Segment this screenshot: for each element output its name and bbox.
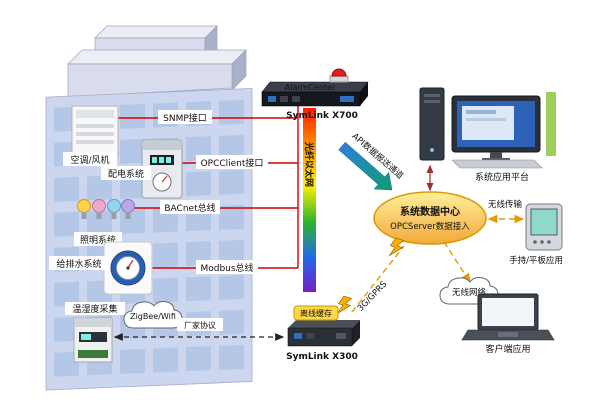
power-label-bg [101, 166, 151, 180]
power-label: 配电系统 [108, 168, 144, 180]
water-meter-image [103, 241, 153, 295]
wireless-transfer-label: 无线传输 [488, 199, 523, 210]
gprs-label: 3G/GPRS [356, 280, 390, 314]
alarmcenter-label: AlarmCenter [285, 83, 336, 92]
opcclient-label: OPCClient接口 [201, 157, 264, 169]
vendor-protocol-label-bg [177, 318, 223, 331]
fiber-ethernet-label: 光纤以太网 [303, 141, 315, 187]
opcclient-label-bg [196, 155, 268, 169]
modbus-label-bg [196, 260, 258, 274]
data-center-ellipse [373, 191, 487, 245]
building-roof [67, 25, 247, 98]
zigbee-cloud-label: ZigBee/Wifi [130, 312, 176, 321]
modbus-label: Modbus总线 [200, 262, 253, 274]
x300-device-image [287, 320, 360, 347]
bacnet-label: BACnet总线 [164, 202, 215, 214]
temp-sensor-image [73, 317, 113, 363]
hvac-label: 空调/风机 [70, 154, 109, 166]
platform-label: 系统应用平台 [475, 171, 529, 183]
temp-label: 温湿度采集 [72, 303, 117, 315]
symlink-x300-label: SymLink X300 [286, 352, 358, 362]
alarmcenter-device-image [261, 68, 369, 107]
api-channel-arrow [338, 141, 393, 191]
data-center-subtitle: OPCServer数据接入 [390, 221, 470, 232]
alarm-dome-icon [331, 68, 347, 77]
power-meter-image [141, 139, 183, 199]
hvac-label-bg [63, 152, 117, 166]
gprs-link [351, 245, 405, 313]
offline-cache-label: 离线缓存 [300, 308, 332, 318]
water-label: 给排水系统 [56, 258, 101, 270]
offline-cache-tag [293, 305, 339, 321]
wireless-network-label: 无线网络 [452, 287, 487, 298]
red-bus-lines [118, 106, 299, 269]
fiber-ethernet-strip [303, 108, 316, 292]
light-bulbs-image [77, 199, 135, 219]
snmp-label-bg [158, 110, 212, 124]
laptop-image [461, 293, 555, 341]
temp-label-bg [65, 302, 125, 315]
bacnet-label-bg [160, 200, 220, 214]
ac-unit-image [71, 105, 119, 157]
photo-watermark-strip [546, 92, 556, 156]
vendor-protocol-label: 厂家协议 [184, 320, 216, 330]
snmp-label: SNMP接口 [163, 112, 207, 124]
platform-computer-image [419, 87, 556, 169]
client-label: 客户端应用 [485, 343, 530, 355]
water-label-bg [49, 256, 109, 270]
alarm-dome-base [329, 75, 349, 83]
handheld-label: 手持/平板应用 [509, 255, 563, 266]
symlink-x700-label: SymLink X700 [286, 111, 358, 121]
data-center-title: 系统数据中心 [400, 205, 460, 218]
handheld-device-image [525, 203, 563, 251]
datacenter-cloud-link [443, 241, 471, 284]
